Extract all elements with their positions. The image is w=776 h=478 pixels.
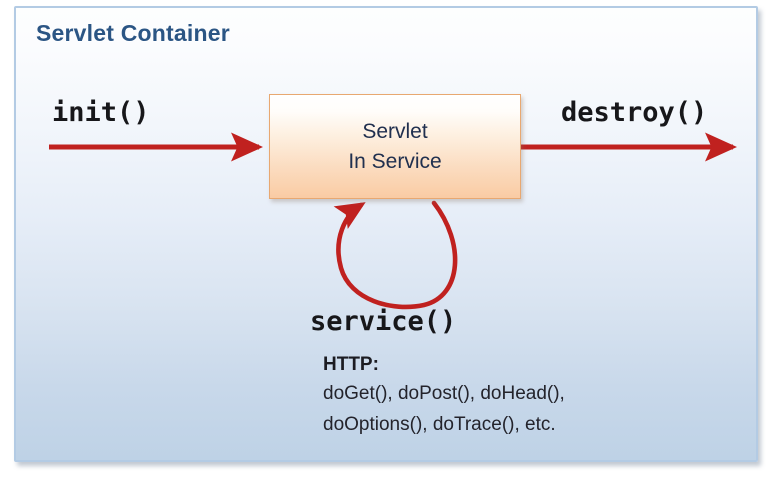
- servlet-in-service-box: Servlet In Service: [269, 94, 521, 199]
- service-label: service(): [310, 306, 457, 337]
- init-label: init(): [52, 97, 150, 128]
- http-heading: HTTP:: [323, 354, 379, 375]
- servlet-box-line-1: Servlet: [362, 119, 428, 143]
- http-methods-block: HTTP: doGet(), doPost(), doHead(), doOpt…: [323, 352, 663, 440]
- servlet-box-line-2: In Service: [348, 149, 442, 173]
- http-methods-line-1: doGet(), doPost(), doHead(),: [323, 383, 565, 404]
- destroy-label: destroy(): [561, 97, 708, 128]
- page-title: Servlet Container: [36, 20, 230, 46]
- http-methods-line-2: doOptions(), doTrace(), etc.: [323, 414, 556, 435]
